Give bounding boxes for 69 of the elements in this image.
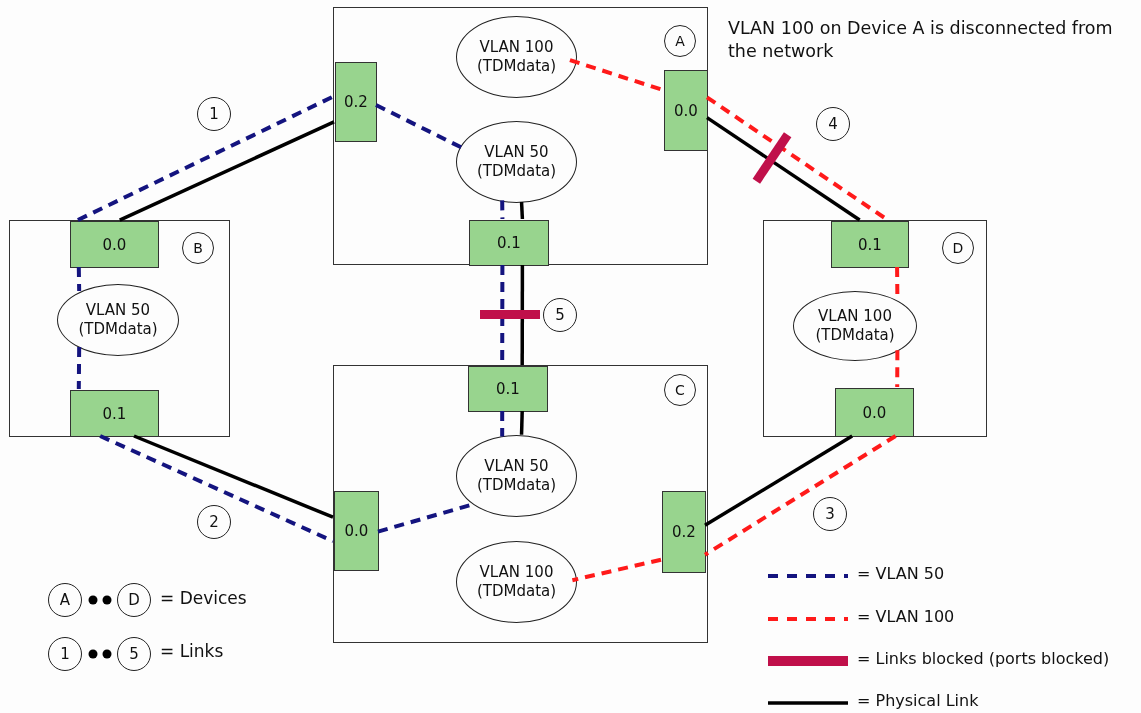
port-box xyxy=(70,390,159,437)
vlan-link xyxy=(76,266,82,291)
callout-number: 5 xyxy=(117,637,151,671)
port-box xyxy=(831,221,909,268)
port-label: 0.1 xyxy=(857,235,883,254)
device-letter: A xyxy=(664,25,696,57)
device-box xyxy=(9,220,230,437)
legend-text: = Physical Link xyxy=(857,691,979,710)
vlan-link xyxy=(703,434,897,557)
legend-text: = VLAN 100 xyxy=(857,607,955,626)
vlan-label: VLAN 100 (TDMdata) xyxy=(814,307,896,345)
physical-link xyxy=(706,116,861,222)
port-label: 0.2 xyxy=(671,523,697,541)
callout-number: 4 xyxy=(816,107,850,141)
callout-number: 2 xyxy=(197,505,231,539)
physical-link xyxy=(519,201,525,220)
port-label: 0.1 xyxy=(495,380,521,398)
vlan-link xyxy=(99,434,334,544)
callout-number: 3 xyxy=(813,497,847,531)
vlan-link xyxy=(569,58,664,92)
legend-text: = VLAN 50 xyxy=(857,564,945,583)
device-box xyxy=(333,7,708,265)
physical-link xyxy=(519,410,524,435)
callout-number: 5 xyxy=(543,298,577,332)
vlan-link xyxy=(571,557,662,583)
callout-number: 1 xyxy=(48,637,82,671)
port-box xyxy=(662,491,706,573)
device-letter: D xyxy=(942,232,974,264)
vlan-link xyxy=(500,200,505,220)
port-label: 0.0 xyxy=(101,235,128,254)
vlan-link xyxy=(375,103,464,150)
physical-link xyxy=(119,120,335,222)
port-box xyxy=(469,220,549,266)
vlan-label: VLAN 100 (TDMdata) xyxy=(475,563,558,601)
physical-link xyxy=(704,434,854,527)
vlan-label: VLAN 50 (TDMdata) xyxy=(77,301,159,339)
callout-number: A xyxy=(48,583,82,617)
port-box xyxy=(70,221,159,268)
note-text: VLAN 100 on Device A is disconnected from the network xyxy=(728,17,1114,63)
port-box xyxy=(335,62,377,142)
vlan-link xyxy=(77,94,335,222)
port-box xyxy=(468,366,548,412)
device-box xyxy=(763,220,987,437)
callout-number: D xyxy=(117,583,151,617)
vlan-link xyxy=(500,411,505,437)
port-label: 0.1 xyxy=(496,234,522,252)
port-label: 0.0 xyxy=(673,101,699,120)
physical-link xyxy=(520,265,525,365)
callout-number: 1 xyxy=(197,97,231,131)
device-letter: B xyxy=(182,232,214,264)
port-label: 0.0 xyxy=(343,522,370,540)
vlan-label: VLAN 50 (TDMdata) xyxy=(475,457,558,495)
device-letter: C xyxy=(664,374,696,406)
vlan-link xyxy=(377,503,471,534)
vlan-link xyxy=(76,347,82,390)
vlan-link xyxy=(895,350,900,387)
port-label: 0.2 xyxy=(343,93,369,111)
port-box xyxy=(835,388,914,437)
physical-link xyxy=(133,434,334,519)
port-label: 0.1 xyxy=(101,404,128,423)
port-label: 0.0 xyxy=(861,403,888,422)
port-box xyxy=(664,70,708,151)
legend-text: = Devices xyxy=(160,588,247,608)
legend-text: = Links xyxy=(160,641,224,661)
device-box xyxy=(333,365,708,643)
vlan-label: VLAN 50 (TDMdata) xyxy=(475,143,558,181)
port-box xyxy=(334,491,379,571)
vlan-label: VLAN 100 (TDMdata) xyxy=(475,38,558,76)
legend-text: = Links blocked (ports blocked) xyxy=(857,649,1110,668)
